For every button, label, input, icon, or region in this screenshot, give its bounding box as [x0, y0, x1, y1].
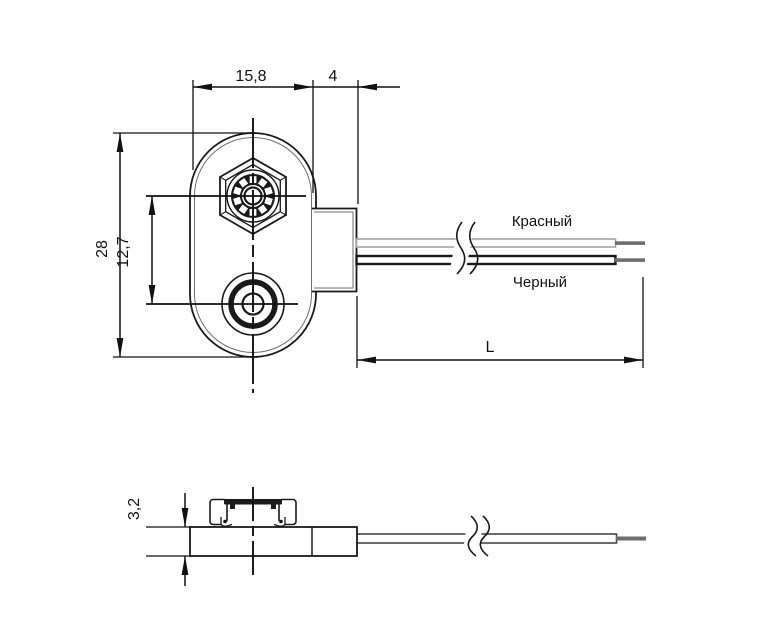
red-wire-label: Красный: [512, 213, 572, 230]
dim-text-plate-thickness: 3,2: [126, 498, 143, 520]
arrowhead: [193, 83, 212, 91]
cap-top-nub: [271, 504, 276, 509]
tooth: [255, 202, 270, 217]
tooth: [236, 175, 251, 190]
arrowhead: [357, 356, 376, 364]
break-gap: [449, 221, 475, 275]
arrowhead: [116, 133, 124, 152]
dim-plate-thickness: 3,2: [126, 493, 192, 586]
dim-text-lead-length: L: [486, 339, 495, 356]
dim-terminal-pitch: 12,7: [115, 196, 156, 304]
arrowhead: [358, 83, 377, 91]
black-wire-label: Черный: [513, 274, 567, 291]
tooth: [255, 175, 270, 190]
break-curve-left: [455, 221, 466, 275]
tooth: [262, 194, 275, 208]
facet-line: [280, 211, 287, 216]
dim-body-height: 28: [94, 132, 258, 358]
terminal-cap-side: [209, 498, 297, 527]
tooth: [236, 202, 251, 217]
red-wire-insulation: [355, 238, 617, 248]
tooth: [231, 194, 244, 208]
dim-lead-length: L: [356, 277, 644, 368]
tooth: [262, 184, 275, 198]
red-wire-tip: [615, 241, 645, 245]
break-curve-right: [468, 221, 479, 275]
cap-top-nub: [230, 504, 235, 509]
break-curve-left: [467, 515, 479, 557]
dim-text-body-width: 15,8: [235, 68, 266, 85]
black-wire-tip: [615, 258, 645, 262]
wire-break-mark-side: [462, 515, 491, 558]
tooth: [231, 184, 244, 198]
top-view: 15,8 4 28 12,7 L Красн: [94, 68, 645, 393]
wire-side: [355, 533, 646, 544]
dim-text-tab-width: 4: [329, 68, 338, 85]
dim-body-width: 15,8 4: [192, 68, 400, 204]
red-wire: [355, 238, 645, 248]
arrowhead: [148, 196, 156, 215]
facet-line: [219, 211, 226, 216]
arrowhead: [294, 83, 313, 91]
facet-line: [219, 176, 226, 181]
facet-line: [280, 176, 287, 181]
body-tab-inner-edge: [314, 211, 354, 289]
snap-body-side: [189, 526, 358, 557]
dim-text-terminal-pitch: 12,7: [115, 236, 132, 267]
dim-text-body-height: 28: [94, 240, 111, 258]
cap-foot-dot: [279, 519, 283, 524]
arrowhead: [148, 285, 156, 304]
break-curve-right: [479, 515, 491, 557]
arrowhead: [181, 508, 189, 527]
body-tab: [312, 207, 358, 293]
wire-break-mark: [449, 221, 479, 275]
wire-side-tip: [616, 536, 646, 541]
arrowhead: [116, 338, 124, 357]
black-wire-insulation: [355, 254, 617, 266]
arrowhead: [624, 356, 643, 364]
arrowhead: [181, 556, 189, 575]
plate-outline: [189, 526, 358, 557]
black-wire: [355, 254, 645, 266]
centerlines-top: [146, 118, 306, 393]
side-view: 3,2: [126, 487, 646, 586]
cap-foot-dot: [223, 519, 227, 524]
